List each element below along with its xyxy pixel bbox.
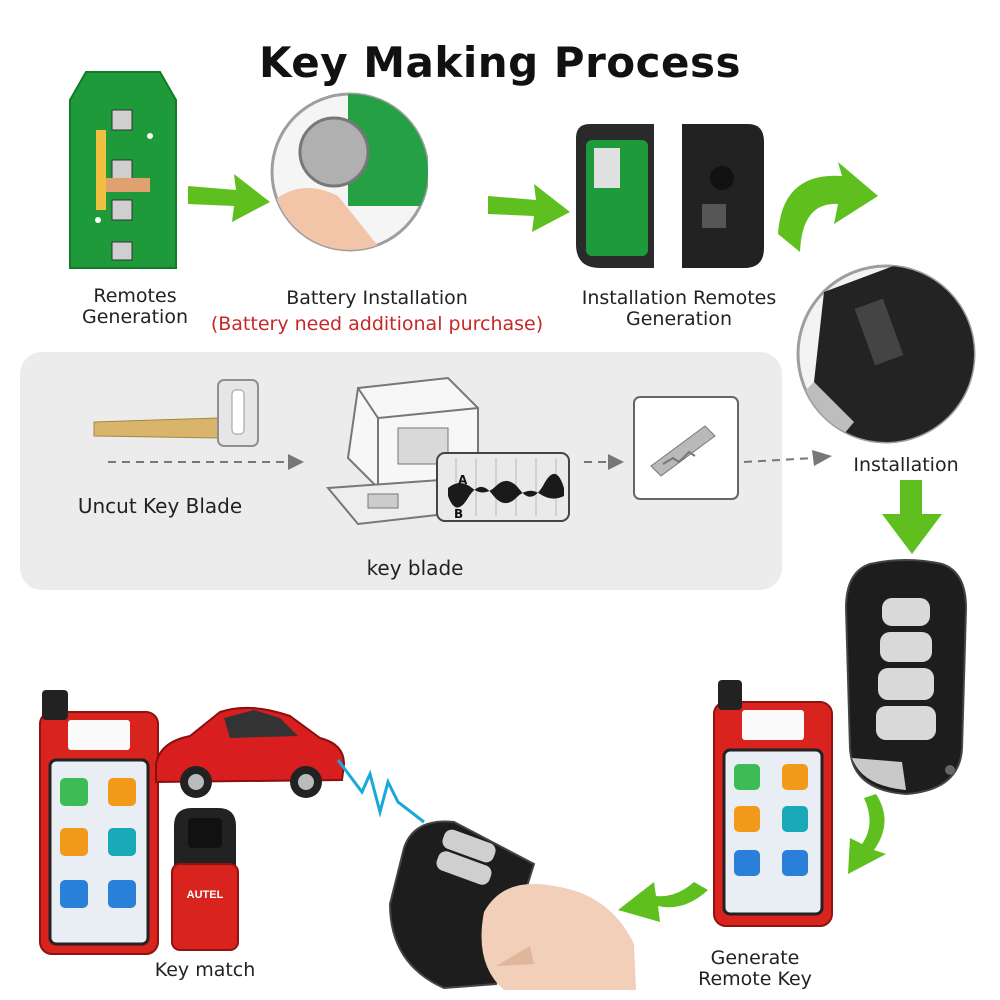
return-arrow-icon xyxy=(848,794,886,874)
curved-arrow-icon xyxy=(778,162,878,252)
installation-label: Installation xyxy=(853,454,959,476)
signal-wave-icon xyxy=(336,759,425,824)
page-title: Key Making Process xyxy=(258,38,742,87)
battery-installation-image xyxy=(270,92,428,252)
uncut-key-blade-image xyxy=(93,379,259,447)
dashed-flow-line xyxy=(108,450,832,470)
battery-installation-label: Battery Installation xyxy=(286,287,468,309)
flow-arrow-icon xyxy=(488,184,570,232)
down-arrow-icon xyxy=(882,480,942,554)
installation-closeup-image xyxy=(796,264,976,444)
cut-key-closeup-image xyxy=(633,396,739,500)
hand-holding-key-image xyxy=(388,820,636,990)
smart-key-image xyxy=(844,559,968,796)
installation-remotes-generation-label: Installation Remotes Generation xyxy=(581,287,777,330)
key-blade-label: key blade xyxy=(366,556,464,580)
red-car-image xyxy=(155,706,346,798)
remote-shell-open-image xyxy=(576,124,764,268)
cut-chart-label-a: A xyxy=(458,473,468,487)
battery-note-label: (Battery need additional purchase) xyxy=(210,313,544,335)
key-cut-chart: A B xyxy=(436,452,570,522)
pcb-board-image xyxy=(69,71,177,269)
generate-remote-key-label: Generate Remote Key xyxy=(698,947,812,990)
generate-device-image xyxy=(713,680,833,927)
left-arrow-icon xyxy=(618,882,708,922)
key-match-label: Key match xyxy=(154,959,256,981)
obd-dongle-image: AUTEL xyxy=(171,808,239,951)
flow-arrow-icon xyxy=(188,174,270,222)
key-match-device-image xyxy=(39,690,159,955)
obd-dongle-logo: AUTEL xyxy=(187,889,224,901)
uncut-key-blade-label: Uncut Key Blade xyxy=(77,494,243,518)
cut-chart-label-b: B xyxy=(454,507,463,521)
remotes-generation-label: Remotes Generation xyxy=(82,285,188,328)
